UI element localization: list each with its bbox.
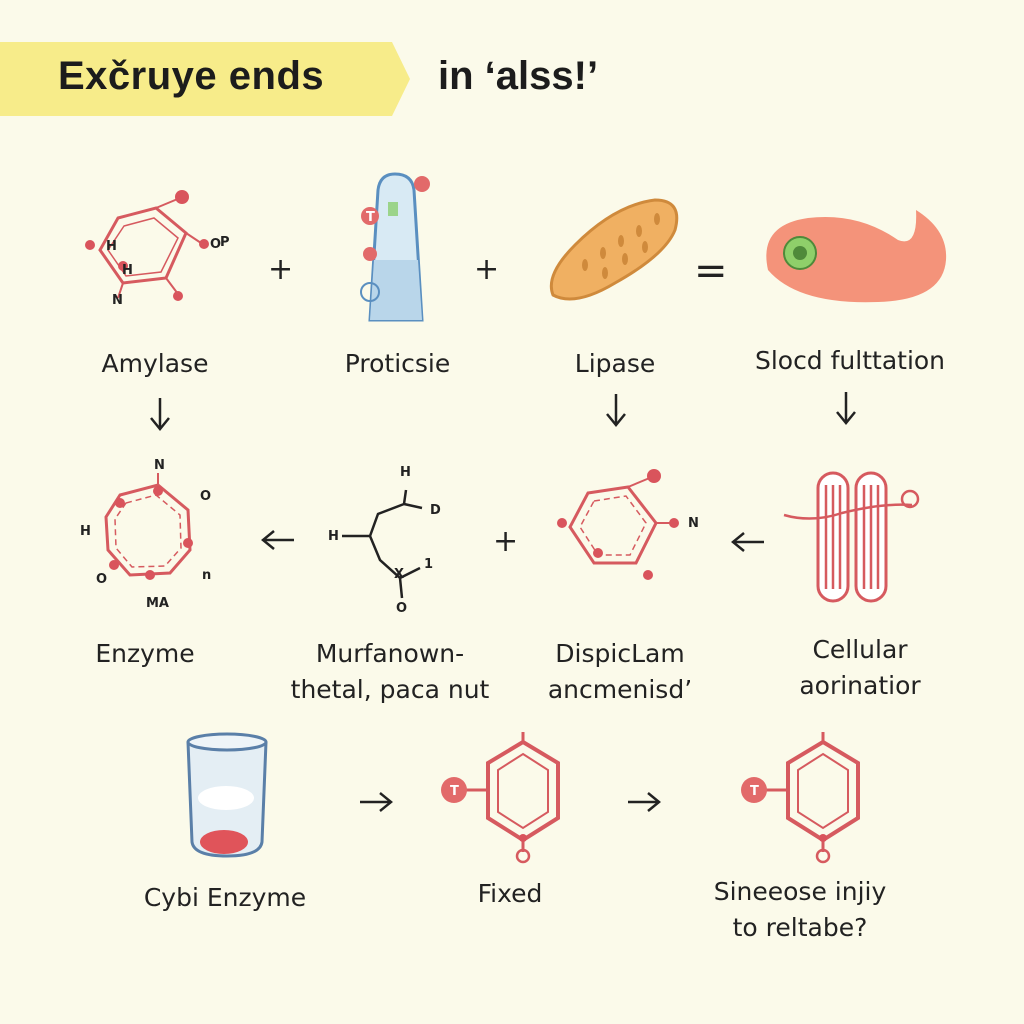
- label-fixed: Fixed: [477, 879, 543, 908]
- atom-label: H: [80, 524, 91, 539]
- label-cybi-enzyme: Cybi Enzyme: [143, 883, 307, 912]
- down-arrow-icon: [150, 398, 170, 431]
- protease-flask-icon: T: [360, 172, 430, 322]
- atom-label: X: [394, 567, 404, 582]
- cellular-capsule-icon: [783, 471, 920, 603]
- atom-label: N: [112, 293, 123, 308]
- label-cellular: Cellular aorinatior: [799, 635, 921, 700]
- hexagon-ring-icon: T: [441, 732, 560, 864]
- chain-molecule-icon: H D H X 1 O: [328, 465, 441, 616]
- plus-operator: +: [268, 252, 294, 287]
- atom-label: 1: [424, 557, 433, 572]
- product-molecule-icon: N: [557, 469, 699, 580]
- label-murfanown: Murfanown- thetal, paca nut: [290, 639, 490, 704]
- label-protease: Proticsie: [344, 349, 451, 378]
- label-sineeose: Sineeose injiy to reltabe?: [713, 877, 887, 942]
- down-arrow-icon: [836, 392, 856, 425]
- equals-operator: =: [694, 248, 728, 294]
- atom-label: O: [200, 489, 211, 504]
- page-subtitle: in ‘alss!’: [438, 54, 599, 98]
- flask-tag: T: [366, 210, 375, 225]
- page-title: Exčruye ends: [58, 54, 325, 98]
- label-enzyme: Enzyme: [95, 639, 195, 668]
- left-arrow-icon: [261, 530, 294, 550]
- atom-label: n: [202, 568, 211, 583]
- atom-label: H: [400, 465, 411, 480]
- label-slocd-fulttation: Slocd fulttation: [754, 346, 946, 375]
- plus-operator: +: [493, 524, 519, 559]
- atom-label: D: [430, 503, 441, 518]
- enzyme-molecule-icon: N O H O n MA: [80, 458, 211, 611]
- atom-label: O: [396, 601, 407, 616]
- hexagon-ring-icon: T: [741, 732, 860, 864]
- title-banner: [0, 42, 410, 116]
- atom-label: P: [220, 235, 230, 250]
- lipase-food-icon: [549, 198, 679, 301]
- right-arrow-icon: [628, 792, 661, 812]
- label-lipase: Lipase: [574, 349, 656, 378]
- label-dispiclam: DispicLam ancmenisd’: [547, 639, 693, 704]
- atom-label: O: [96, 572, 107, 587]
- atom-label: H: [106, 239, 117, 254]
- atom-label: O: [210, 237, 221, 252]
- beaker-icon: [186, 732, 268, 858]
- atom-label: N: [688, 516, 699, 531]
- ring-tag: T: [750, 784, 759, 799]
- label-amylase: Amylase: [101, 349, 209, 378]
- plus-operator: +: [474, 252, 500, 287]
- atom-label: H: [122, 263, 133, 278]
- atom-label: MA: [146, 596, 169, 611]
- amylase-molecule-icon: H H O P N: [85, 190, 230, 308]
- cell-icon: [766, 210, 947, 303]
- left-arrow-icon: [731, 532, 764, 552]
- ring-tag: T: [450, 784, 459, 799]
- right-arrow-icon: [360, 792, 393, 812]
- down-arrow-icon: [606, 394, 626, 427]
- atom-label: H: [328, 529, 339, 544]
- atom-label: N: [154, 458, 165, 473]
